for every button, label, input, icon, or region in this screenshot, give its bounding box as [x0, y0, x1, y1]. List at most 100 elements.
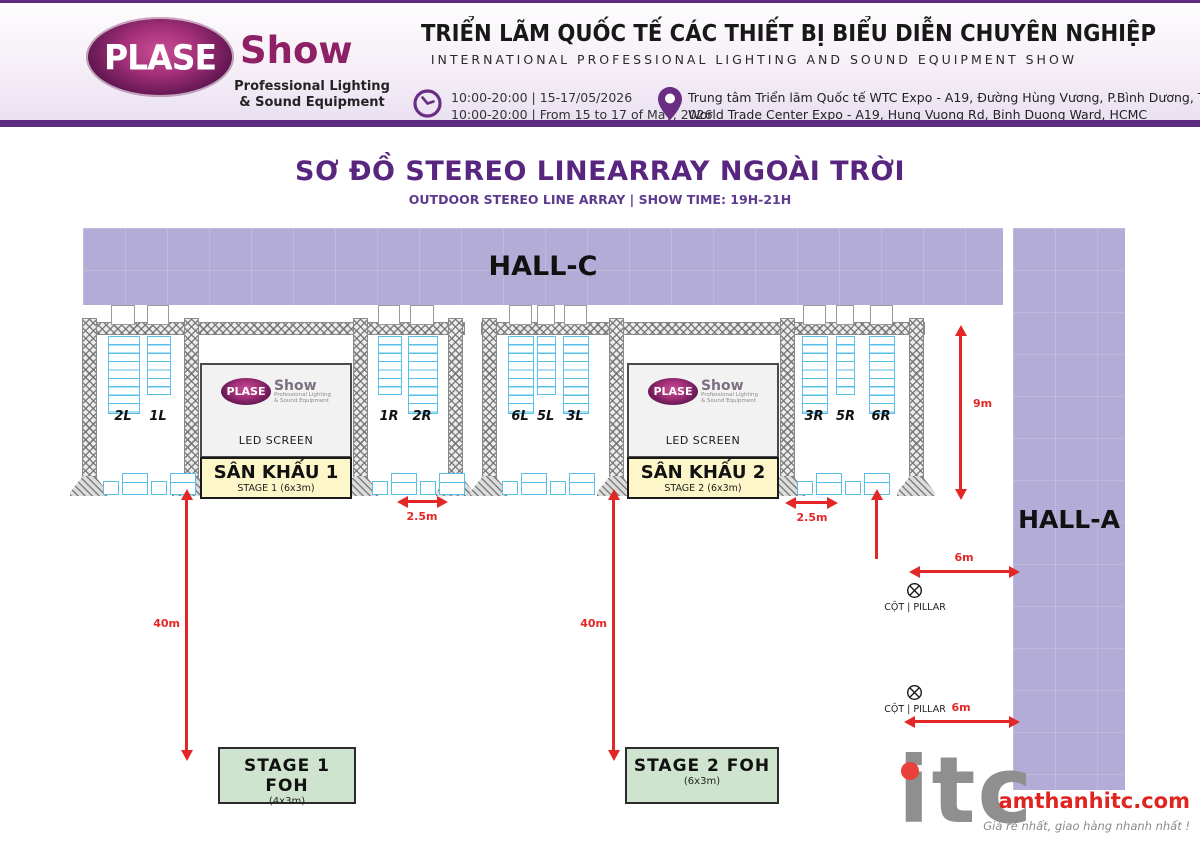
- tower-base: [70, 476, 108, 496]
- subwoofer: [797, 481, 813, 495]
- speaker-label: 6R: [871, 409, 891, 424]
- dim-arrow-6m-2: [904, 715, 1020, 728]
- dim-arrow-9m-tower: [954, 325, 967, 500]
- truss-tower-7: [780, 318, 795, 478]
- led-screen-logo: PLASE Show Professional Lighting & Sound…: [220, 377, 332, 405]
- speaker-label: 1L: [149, 409, 167, 424]
- subwoofer: [372, 481, 388, 495]
- logo-tagline-mini: Professional Lighting: [273, 391, 332, 398]
- fly-bumper: [537, 305, 555, 325]
- truss-tower-1: [82, 318, 97, 478]
- dim-arrow-6m-1: [909, 565, 1020, 578]
- show-wordmark-mini: Show: [700, 377, 744, 394]
- fly-bumper: [410, 305, 434, 325]
- tower-base: [897, 476, 935, 496]
- watermark-itc-logo: itc: [898, 737, 1035, 844]
- dim-label-40m-stage1: 40m: [153, 617, 180, 630]
- foh-2-box: STAGE 2 FOH (6x3m): [625, 747, 779, 804]
- subwoofer: [439, 473, 465, 495]
- pillar-icon: [906, 582, 923, 599]
- line-array-stack: [508, 336, 534, 414]
- speaker-label: 2L: [114, 409, 132, 424]
- line-array-stack: [108, 336, 140, 414]
- hall-a-bar: HALL-A: [1013, 228, 1125, 790]
- stage-1-name: SÂN KHẤU 1: [213, 462, 339, 483]
- logo-tagline: Professional Lighting & Sound Equipment: [232, 79, 392, 111]
- clock-icon: [413, 89, 442, 118]
- show-wordmark-mini: Show: [273, 377, 317, 394]
- dim-label-6m-2: 6m: [951, 701, 971, 714]
- section-subtitle: OUTDOOR STEREO LINE ARRAY | SHOW TIME: 1…: [408, 192, 792, 207]
- subwoofer: [521, 473, 547, 495]
- line-array-stack: [869, 336, 895, 414]
- line-array-stack: [537, 336, 556, 395]
- foh-2-size: (6x3m): [683, 776, 721, 787]
- watermark: itc amthanhitc.com Giá rẻ nhất, giao hàn…: [898, 741, 1198, 847]
- led-screen-2: PLASE Show Professional Lighting & Sound…: [627, 363, 779, 458]
- dim-arrow-2.5m-stage1: [397, 495, 448, 508]
- logo-tagline-mini: & Sound Equipment: [700, 397, 756, 404]
- fly-bumper: [564, 305, 587, 325]
- stage-2-name: SÂN KHẤU 2: [640, 462, 766, 483]
- stage-1-size: STAGE 1 (6x3m): [237, 483, 315, 494]
- pillar-label: CỘT | PILLAR: [884, 602, 946, 613]
- logo-tagline-line2: & Sound Equipment: [239, 95, 385, 110]
- plase-logo-mini: PLASE: [647, 378, 698, 405]
- truss-beam-stage1: [82, 322, 465, 335]
- dim-label-40m-stage2: 40m: [580, 617, 607, 630]
- speaker-label: 6L: [511, 409, 529, 424]
- subwoofer: [550, 481, 566, 495]
- truss-tower-6: [609, 318, 624, 478]
- fly-bumper: [378, 305, 400, 325]
- show-wordmark: Show: [240, 29, 353, 72]
- subwoofer: [151, 481, 167, 495]
- location-pin-icon: [658, 87, 682, 120]
- speaker-label: 5R: [836, 409, 856, 424]
- led-screen-logo: PLASE Show Professional Lighting & Sound…: [647, 377, 759, 405]
- fly-bumper: [836, 305, 854, 325]
- venue-address: Trung tâm Triển lãm Quốc tế WTC Expo - A…: [688, 89, 1200, 123]
- line-array-stack: [378, 336, 402, 395]
- watermark-site: amthanhitc.com: [998, 789, 1190, 813]
- plase-logo: PLASE: [86, 17, 234, 97]
- dim-label-9m: 9m: [973, 397, 993, 410]
- subwoofer: [103, 481, 119, 495]
- subwoofer: [391, 473, 417, 495]
- header: PLASE Show Professional Lighting & Sound…: [0, 0, 1200, 124]
- fly-bumper: [509, 305, 532, 325]
- schedule-line2: 10:00-20:00 | From 15 to 17 of May, 2026: [451, 107, 713, 122]
- pointer-arrow-tower: [870, 489, 883, 559]
- plase-logo-text: PLASE: [103, 36, 217, 78]
- speaker-label: 2R: [412, 409, 432, 424]
- stage-2-box: SÂN KHẤU 2 STAGE 2 (6x3m): [627, 457, 779, 499]
- subwoofer: [816, 473, 842, 495]
- speaker-label: 3L: [566, 409, 584, 424]
- event-titles: TRIỂN LÃM QUỐC TẾ CÁC THIẾT BỊ BIỂU DIỄN…: [392, 21, 1156, 67]
- header-divider-bar: [0, 120, 1200, 127]
- foh-2-name: STAGE 2 FOH: [633, 756, 771, 776]
- venue-line2: World Trade Center Expo - A19, Hung Vuon…: [688, 107, 1148, 122]
- subwoofer-stack: [502, 472, 595, 495]
- speaker-label: 1R: [379, 409, 399, 424]
- pillar-label: CỘT | PILLAR: [884, 704, 946, 715]
- tower-base: [470, 476, 508, 496]
- subwoofer: [420, 481, 436, 495]
- truss-tower-8: [909, 318, 924, 478]
- fly-bumper: [870, 305, 893, 325]
- schedule-line1: 10:00-20:00 | 15-17/05/2026: [451, 90, 633, 105]
- watermark-itc-dot: [901, 762, 919, 780]
- venue-line1: Trung tâm Triển lãm Quốc tế WTC Expo - A…: [688, 90, 1200, 105]
- led-screen-label: LED SCREEN: [665, 434, 741, 447]
- fly-bumper: [803, 305, 826, 325]
- watermark-tagline: Giá rẻ nhất, giao hàng nhanh nhất !: [983, 819, 1190, 833]
- truss-tower-4: [448, 318, 463, 478]
- event-title-en: INTERNATIONAL PROFESSIONAL LIGHTING AND …: [430, 52, 1078, 67]
- speaker-label: 5L: [537, 409, 555, 424]
- stage-1-box: SÂN KHẤU 1 STAGE 1 (6x3m): [200, 457, 352, 499]
- logo-tagline-line1: Professional Lighting: [234, 79, 390, 94]
- logo-tagline-mini: Professional Lighting: [700, 391, 759, 398]
- truss-tower-5: [482, 318, 497, 478]
- led-screen-label: LED SCREEN: [238, 434, 314, 447]
- speaker-label: 3R: [804, 409, 824, 424]
